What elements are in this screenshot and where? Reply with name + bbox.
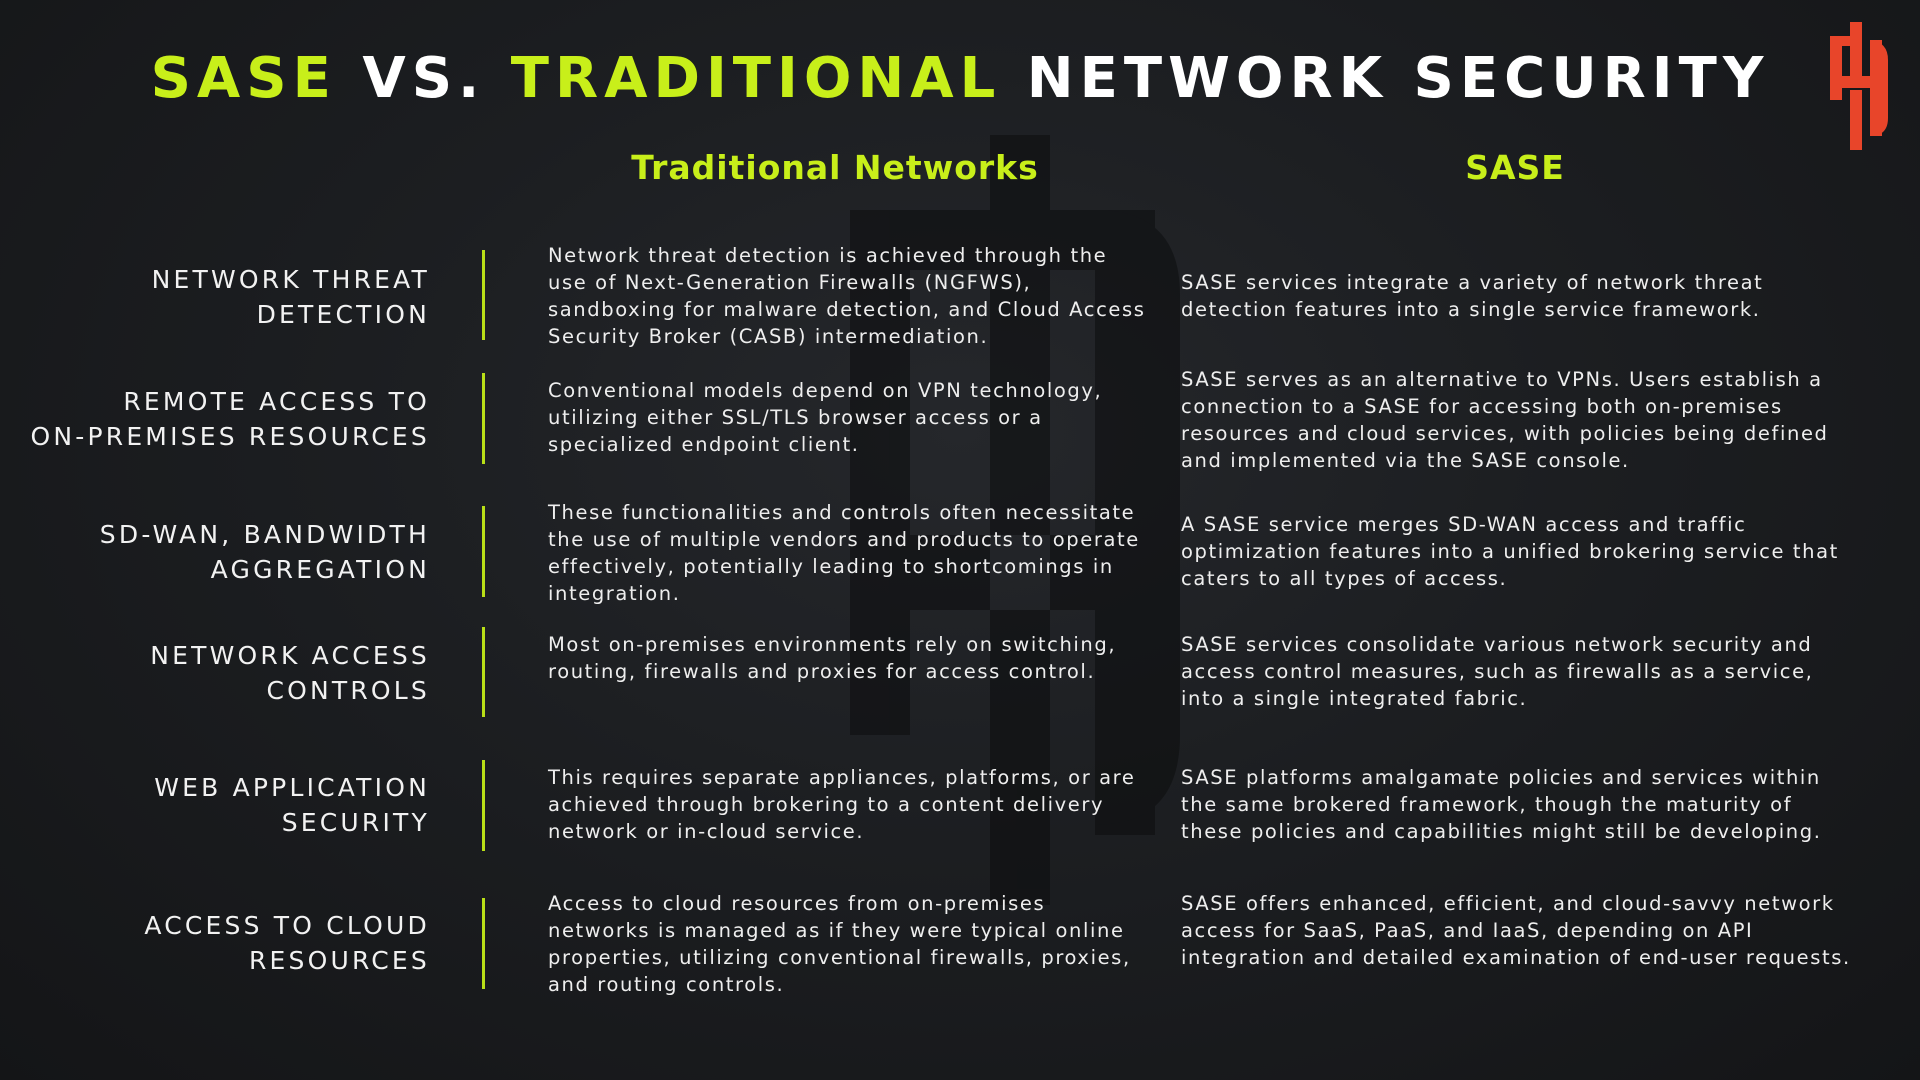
brand-logo-icon <box>1830 22 1888 150</box>
row-label: NETWORK THREAT DETECTION <box>10 262 430 332</box>
row-label: SD-WAN, BANDWIDTH AGGREGATION <box>10 517 430 587</box>
row-label-line2: CONTROLS <box>266 676 430 705</box>
traditional-cell: Access to cloud resources from on-premis… <box>548 892 1131 996</box>
row-label: WEB APPLICATION SECURITY <box>10 770 430 840</box>
row-divider-bar <box>482 250 485 340</box>
row-label-line2: ON-PREMISES RESOURCES <box>30 422 430 451</box>
row-label: ACCESS TO CLOUD RESOURCES <box>10 908 430 978</box>
row-label-line1: WEB APPLICATION <box>154 773 430 802</box>
row-divider-bar <box>482 760 485 851</box>
row-divider-bar <box>482 506 485 597</box>
traditional-cell: These functionalities and controls often… <box>548 501 1140 605</box>
sase-cell: SASE serves as an alternative to VPNs. U… <box>1181 368 1829 472</box>
sase-cell: A SASE service merges SD-WAN access and … <box>1181 513 1839 590</box>
title-traditional: TRADITIONAL <box>510 46 1002 111</box>
row-label: NETWORK ACCESS CONTROLS <box>10 638 430 708</box>
traditional-cell: Conventional models depend on VPN techno… <box>548 379 1103 456</box>
traditional-cell: Most on-premises environments rely on sw… <box>548 633 1117 683</box>
row-divider-bar <box>482 373 485 464</box>
row-label-line2: RESOURCES <box>248 946 430 975</box>
page-title: SASE VS. TRADITIONAL NETWORK SECURITY <box>0 40 1920 118</box>
row-label-line2: DETECTION <box>256 300 430 329</box>
sase-cell: SASE services consolidate various networ… <box>1181 633 1814 710</box>
sase-cell: SASE offers enhanced, efficient, and clo… <box>1181 892 1851 969</box>
row-label-line1: REMOTE ACCESS TO <box>123 387 430 416</box>
row-label: REMOTE ACCESS TO ON-PREMISES RESOURCES <box>10 384 430 454</box>
brand-watermark-icon <box>850 135 1180 905</box>
traditional-cell: Network threat detection is achieved thr… <box>548 244 1146 348</box>
row-divider-bar <box>482 898 485 989</box>
column-header-sase: SASE <box>1465 148 1565 187</box>
title-network-security: NETWORK SECURITY <box>1001 46 1770 111</box>
row-label-line1: NETWORK THREAT <box>151 265 430 294</box>
row-label-line2: AGGREGATION <box>210 555 430 584</box>
row-label-line1: SD-WAN, BANDWIDTH <box>99 520 430 549</box>
row-label-line2: SECURITY <box>281 808 430 837</box>
row-label-line1: ACCESS TO CLOUD <box>144 911 430 940</box>
traditional-cell: This requires separate appliances, platf… <box>548 766 1136 843</box>
sase-cell: SASE services integrate a variety of net… <box>1181 271 1764 321</box>
column-header-traditional: Traditional Networks <box>631 148 1039 187</box>
sase-cell: SASE platforms amalgamate policies and s… <box>1181 766 1822 843</box>
title-sase: SASE <box>150 46 337 111</box>
row-label-line1: NETWORK ACCESS <box>150 641 430 670</box>
row-divider-bar <box>482 627 485 717</box>
title-vs: VS. <box>336 46 511 111</box>
